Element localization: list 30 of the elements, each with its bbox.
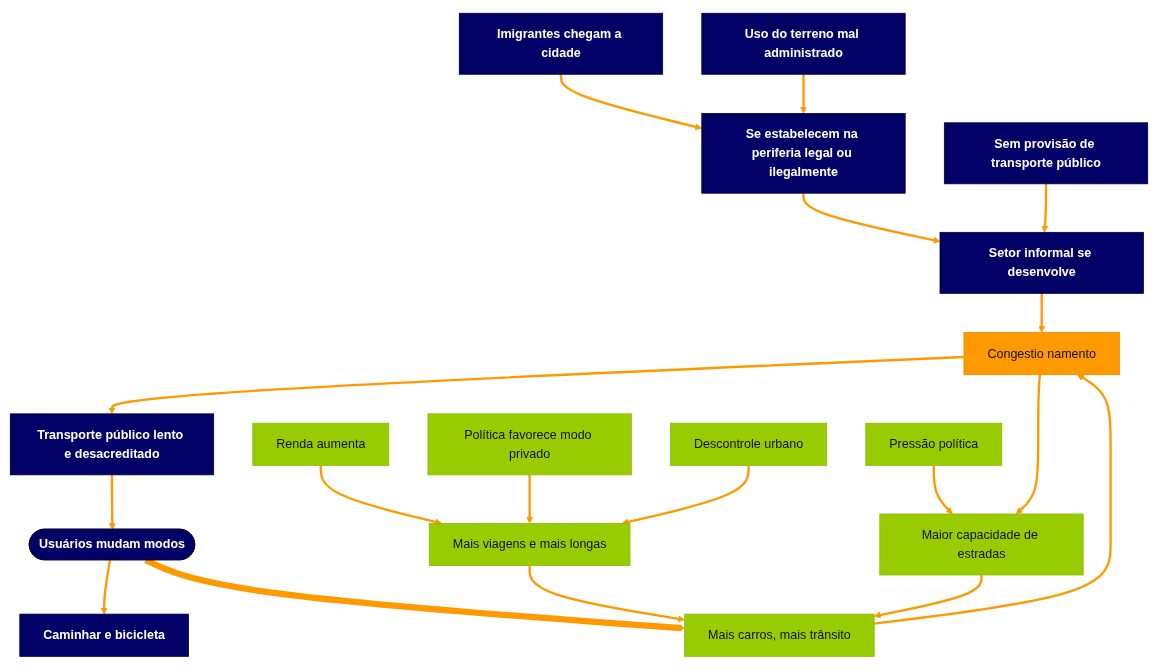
arrow bbox=[1041, 184, 1049, 233]
node-box: Congestio namento bbox=[963, 332, 1120, 376]
node-box: Caminhar e bicicleta bbox=[19, 613, 189, 657]
node-box: Transporte público lento e desacreditado bbox=[9, 413, 215, 476]
arrow bbox=[108, 356, 964, 415]
arrow bbox=[873, 575, 983, 619]
arrow bbox=[528, 565, 685, 623]
arrow bbox=[100, 560, 112, 615]
arrow bbox=[108, 475, 116, 531]
arrow bbox=[1015, 374, 1042, 515]
node-box: Se estabelecem na periferia legal ou ilegalmente bbox=[701, 113, 906, 194]
node-box: Descontrole urbano bbox=[670, 423, 828, 467]
arrow bbox=[621, 465, 750, 526]
arrow bbox=[802, 193, 941, 244]
node-box: Sem provisão de transporte público bbox=[943, 122, 1149, 185]
node-box: Uso do terreno mal administrado bbox=[701, 13, 906, 75]
node-box: Imigrantes chegam a cidade bbox=[458, 13, 664, 75]
arrow bbox=[800, 74, 807, 114]
node-box: Setor informal se desenvolve bbox=[939, 232, 1144, 294]
node-box: Renda aumenta bbox=[252, 423, 390, 467]
node-box: Política favorece modo privado bbox=[427, 413, 632, 476]
arrow bbox=[932, 465, 953, 515]
arrow bbox=[1038, 293, 1046, 333]
arrow bbox=[559, 74, 703, 131]
node-box: Maior capacidade de estradas bbox=[879, 513, 1084, 576]
arrow bbox=[874, 374, 1112, 625]
arrow bbox=[526, 475, 534, 524]
node-box: Pressão política bbox=[865, 423, 1003, 467]
node-box: Mais viagens e mais longas bbox=[428, 523, 631, 567]
node-box: Mais carros, mais trânsito bbox=[684, 613, 875, 657]
